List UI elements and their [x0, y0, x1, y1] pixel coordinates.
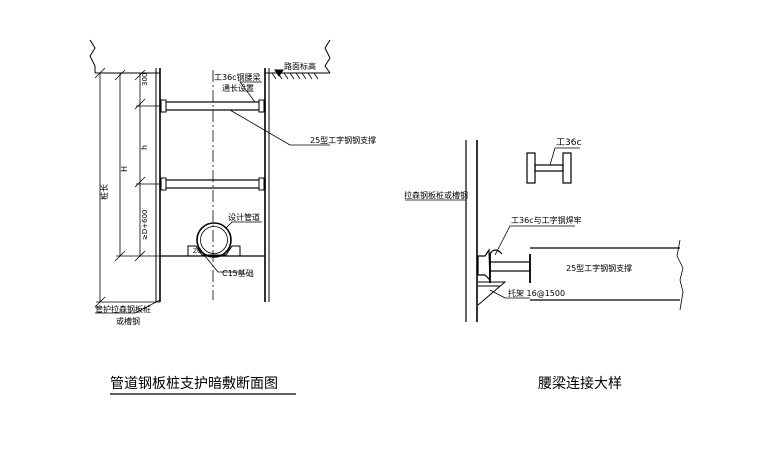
- leaders-left: [95, 81, 330, 314]
- strut-upper: [159, 99, 266, 113]
- strut-label-left: 25型工字钢钢支撑: [310, 135, 376, 145]
- road-level-label: 路面标高: [284, 61, 316, 71]
- ground-break-right: [324, 39, 331, 74]
- pile-length-label: 桩长: [99, 184, 109, 200]
- pile-label-2: 或槽钢: [116, 316, 140, 326]
- bracket-detail: [477, 281, 507, 306]
- pipe-inner: [200, 226, 228, 254]
- strut-beam-detail: [530, 239, 684, 311]
- dim-d600: ≥D+600: [141, 210, 149, 240]
- dim-H: H: [120, 166, 129, 172]
- road-level-marker: [274, 69, 284, 77]
- weld-label: 工36c与工字钢焊牢: [511, 215, 582, 225]
- c15-base-label: C15基础: [222, 268, 254, 278]
- waler-label-2: 通长设置: [222, 83, 254, 93]
- bracket-label: 托架 16@1500: [508, 288, 565, 298]
- detail-pile-label: 拉森钢板桩或槽钢: [404, 190, 468, 200]
- waler-label-1: 工36c钢腰梁: [214, 72, 261, 82]
- dim-ticks: [94, 67, 160, 308]
- i36c-label: 工36c: [556, 138, 581, 148]
- pipe-outer: [196, 222, 232, 258]
- dim-h: h: [140, 145, 149, 150]
- design-pipe-label: 设计管道: [228, 212, 260, 222]
- waler-detail: [477, 248, 531, 283]
- ground-break-left: [89, 39, 96, 73]
- strut-lower: [159, 177, 266, 191]
- left-section-view: 路面标高 工36c钢腰梁 通长设置 25型工字钢钢支撑 设计管道 C15基础 管…: [89, 39, 376, 395]
- dim-300: 300: [141, 73, 149, 86]
- leaders-right: [405, 199, 575, 299]
- i36c-section-icon: [526, 152, 572, 184]
- right-caption: 腰梁连接大样: [538, 375, 622, 392]
- pile-label-1: 管护拉森钢板桩: [95, 304, 151, 314]
- dim-zg: ZG: [193, 248, 202, 255]
- left-caption: 管道钢板桩支护暗敷断面图: [110, 375, 278, 392]
- detail-strut-label: 25型工字钢钢支撑: [566, 263, 632, 273]
- right-detail-view: 工36c 拉森钢板桩或槽钢 工36c与工字钢焊牢 25型工字钢钢支撑 托架 16…: [404, 138, 684, 392]
- i36c-leader: [549, 147, 580, 166]
